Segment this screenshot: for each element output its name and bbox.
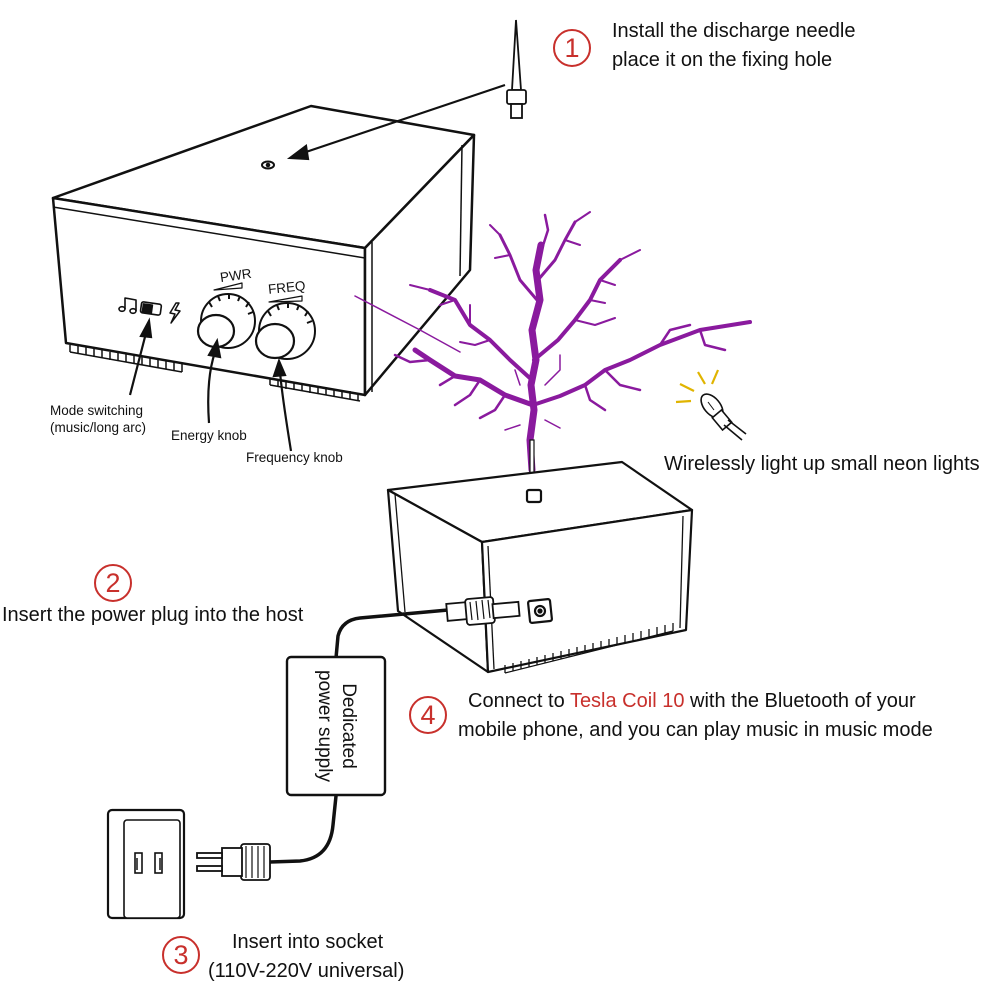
power-supply-box bbox=[285, 655, 387, 797]
lightning-icon bbox=[169, 302, 181, 324]
bottom-device bbox=[386, 460, 694, 674]
label-mode-switching-line-2: (music/long arc) bbox=[50, 420, 147, 435]
tesla-arc bbox=[354, 211, 752, 474]
step-4-app-name: Tesla Coil 10 bbox=[569, 690, 685, 712]
step-1-line-2: place it on the fixing hole bbox=[612, 49, 833, 71]
step-4-line-1-after: with the Bluetooth of your bbox=[684, 690, 916, 712]
step-4-badge: 4 bbox=[409, 696, 447, 734]
step-2-badge: 2 bbox=[94, 564, 132, 602]
label-neon-lights: Wirelessly light up small neon lights bbox=[664, 453, 980, 475]
step-3-line-1: Insert into socket bbox=[232, 931, 384, 953]
step-2-text: Insert the power plug into the host bbox=[2, 604, 304, 626]
power-supply-label-line-1: Dedicated bbox=[338, 683, 359, 769]
power-cable bbox=[268, 608, 450, 864]
label-mode-switching-line-1: Mode switching bbox=[50, 403, 144, 418]
neon-lamp bbox=[675, 369, 747, 441]
music-note-icon bbox=[118, 297, 137, 315]
wall-socket bbox=[106, 808, 186, 920]
step-3-text: Insert into socket (110V-220V universal) bbox=[208, 928, 404, 986]
discharge-needle bbox=[506, 19, 527, 119]
step-1-badge: 1 bbox=[553, 29, 591, 67]
label-frequency-knob: Frequency knob bbox=[246, 450, 343, 465]
ac-plug bbox=[196, 843, 271, 881]
step-1-text: Install the discharge needle place it on… bbox=[612, 17, 856, 75]
label-mode-switching: Mode switching (music/long arc) bbox=[50, 402, 146, 436]
step-4-text: Connect to Tesla Coil 10 with the Blueto… bbox=[458, 687, 933, 745]
label-energy-knob: Energy knob bbox=[171, 428, 247, 443]
step-1-line-1: Install the discharge needle bbox=[612, 20, 856, 42]
vent-ridges bbox=[69, 345, 361, 402]
power-supply-label-line-2: power supply bbox=[314, 670, 335, 782]
top-device bbox=[51, 104, 476, 402]
step-3-line-2: (110V-220V universal) bbox=[208, 960, 405, 982]
step-4-line-1-before: Connect to bbox=[468, 690, 570, 712]
frequency-knob bbox=[254, 302, 316, 360]
fixing-hole bbox=[261, 160, 275, 170]
dc-plug bbox=[445, 596, 521, 626]
step-4-line-1: Connect to Tesla Coil 10 with the Blueto… bbox=[458, 687, 933, 716]
energy-knob bbox=[196, 293, 256, 349]
arrows bbox=[128, 83, 506, 452]
mode-switch bbox=[139, 301, 163, 316]
step-4-line-2: mobile phone, and you can play music in … bbox=[458, 719, 933, 741]
step-3-badge: 3 bbox=[162, 936, 200, 974]
